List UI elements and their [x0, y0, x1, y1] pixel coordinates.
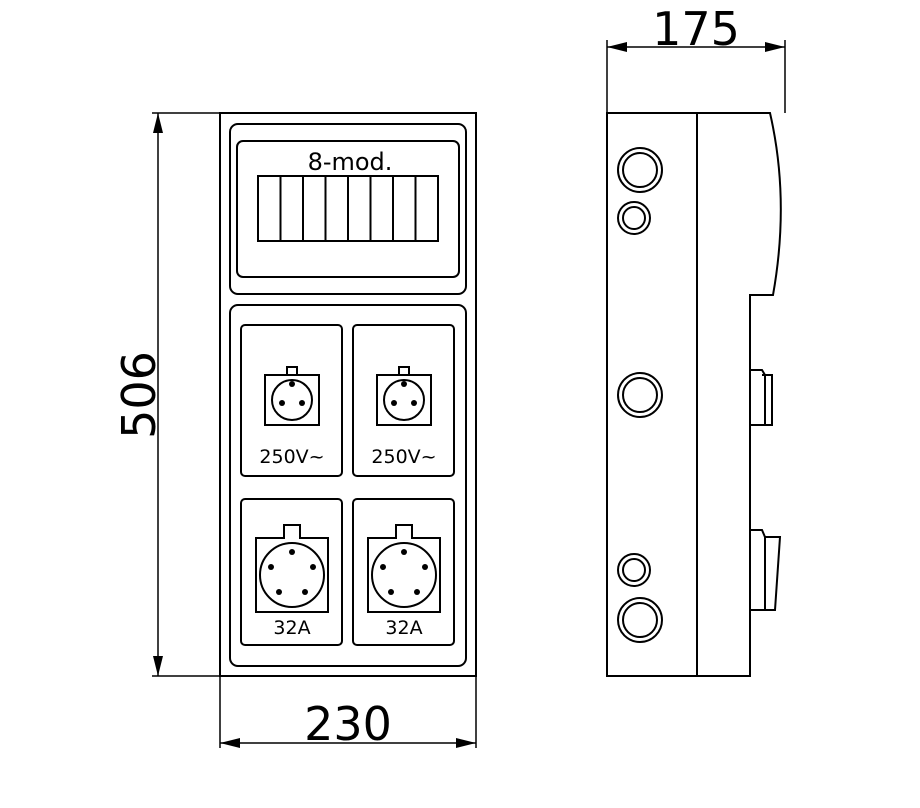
pin [388, 589, 394, 595]
side-knockouts [617, 147, 663, 643]
module-panel-label: 8-mod. [308, 148, 393, 176]
front-view: 8-mod. 250V~ [112, 112, 477, 751]
width-dimension-label: 230 [304, 697, 392, 751]
pin [414, 589, 420, 595]
module-dividers [279, 176, 417, 241]
socket-face [367, 524, 441, 613]
height-dimension-label: 506 [112, 351, 166, 439]
socket-panel: 250V~ 250V~ [229, 304, 467, 667]
pin [422, 564, 428, 570]
neutral-pin [411, 400, 417, 406]
width-dimension: 230 [219, 676, 477, 751]
pin [302, 589, 308, 595]
earth-pin [289, 381, 295, 387]
pin [310, 564, 316, 570]
socket-32a-right: 32A [352, 498, 455, 646]
depth-dimension-label: 175 [652, 2, 740, 56]
socket-lid-profiles [750, 369, 782, 611]
neutral-pin [299, 400, 305, 406]
socket-250v-left: 250V~ [240, 324, 343, 477]
height-dimension: 506 [112, 112, 220, 677]
socket-250v-right: 250V~ [352, 324, 455, 477]
socket-face [255, 524, 329, 613]
socket-label: 32A [273, 617, 310, 639]
pin [401, 549, 407, 555]
module-panel: 8-mod. [229, 123, 467, 295]
socket-face [264, 374, 320, 426]
socket-label: 32A [385, 617, 422, 639]
socket-32a-left: 32A [240, 498, 343, 646]
depth-dimension: 175 [606, 2, 786, 113]
pin [276, 589, 282, 595]
side-body-outline [606, 112, 782, 677]
live-pin [391, 400, 397, 406]
earth-pin [401, 381, 407, 387]
live-pin [279, 400, 285, 406]
pin [289, 549, 295, 555]
side-view: 175 [606, 2, 786, 677]
socket-face [376, 374, 432, 426]
enclosure-outline [219, 112, 477, 677]
pin [268, 564, 274, 570]
pin [380, 564, 386, 570]
socket-label: 250V~ [259, 446, 324, 468]
socket-label: 250V~ [371, 446, 436, 468]
